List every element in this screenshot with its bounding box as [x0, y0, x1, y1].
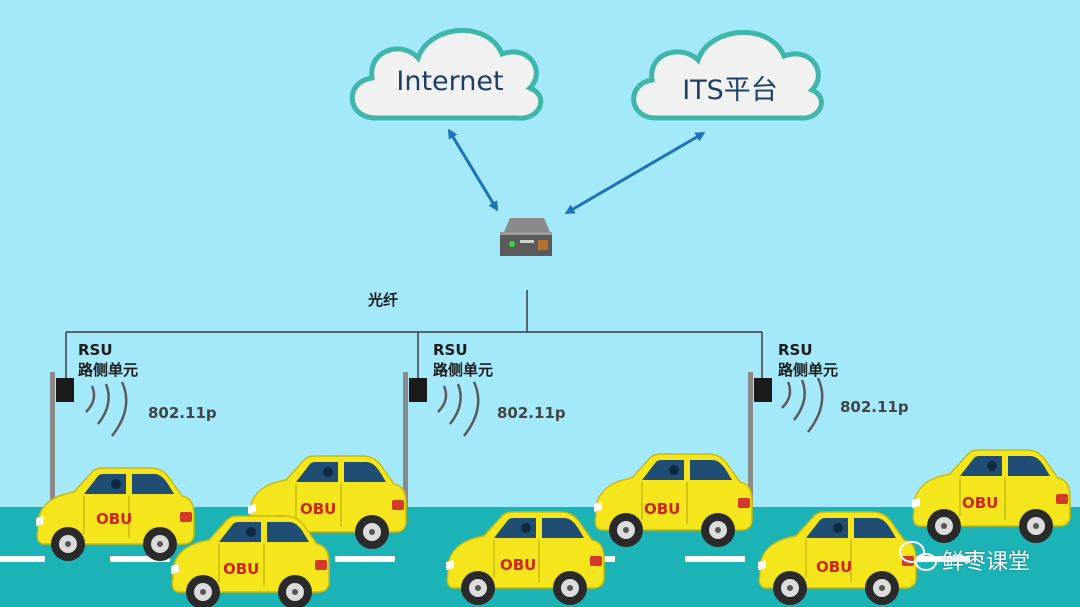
its-platform-cloud	[631, 30, 824, 121]
obu-label: OBU	[500, 556, 536, 574]
rsu-1-label: RSU 路侧单元	[78, 340, 138, 380]
rsu-1-frequency: 802.11p	[148, 404, 217, 422]
vehicle-obu-3: OBU	[170, 515, 330, 607]
vehicle-obu-6: OBU	[911, 449, 1071, 544]
obu-label: OBU	[96, 510, 132, 528]
rsu-pole-3	[748, 372, 772, 510]
rsu-3-subtitle: 路侧单元	[778, 361, 839, 379]
vehicle-obu-5: OBU	[445, 511, 605, 606]
watermark-text: 鲜枣课堂	[942, 550, 1031, 575]
wireless-waves-3	[781, 377, 824, 433]
vehicle-obu-2: OBU	[247, 455, 407, 550]
rsu-2-label: RSU 路侧单元	[433, 340, 493, 380]
vehicle-obu-7: OBU	[757, 511, 917, 606]
vehicle-obu-4: OBU	[593, 453, 753, 548]
server-icon	[500, 218, 552, 256]
obu-label: OBU	[300, 500, 336, 518]
obu-label: OBU	[223, 560, 259, 578]
rsu-3-frequency: 802.11p	[840, 398, 909, 416]
rsu-3-title: RSU	[778, 341, 813, 359]
its-platform-label: ITS平台	[682, 75, 778, 106]
rsu-1-title: RSU	[78, 341, 113, 359]
rsu-2-title: RSU	[433, 341, 468, 359]
fiber-network	[65, 290, 763, 380]
wechat-icon	[899, 541, 937, 571]
its-link-arrow	[564, 131, 706, 215]
obu-label: OBU	[962, 494, 998, 512]
rsu-pole-2	[403, 372, 427, 510]
rsu-pole-1	[50, 372, 74, 510]
rsu-1-subtitle: 路侧单元	[78, 361, 139, 379]
internet-label: Internet	[396, 66, 504, 97]
obu-label: OBU	[644, 500, 680, 518]
rsu-2-frequency: 802.11p	[497, 404, 566, 422]
vehicle-obu-1: OBU	[35, 467, 195, 562]
rsu-2-subtitle: 路侧单元	[433, 361, 494, 379]
internet-link-arrow	[447, 128, 499, 212]
wireless-waves-2	[437, 381, 480, 437]
fiber-label: 光纤	[368, 291, 399, 309]
wireless-waves-1	[85, 381, 128, 437]
obu-label: OBU	[816, 558, 852, 576]
internet-cloud	[349, 28, 544, 121]
rsu-3-label: RSU 路侧单元	[778, 340, 838, 380]
